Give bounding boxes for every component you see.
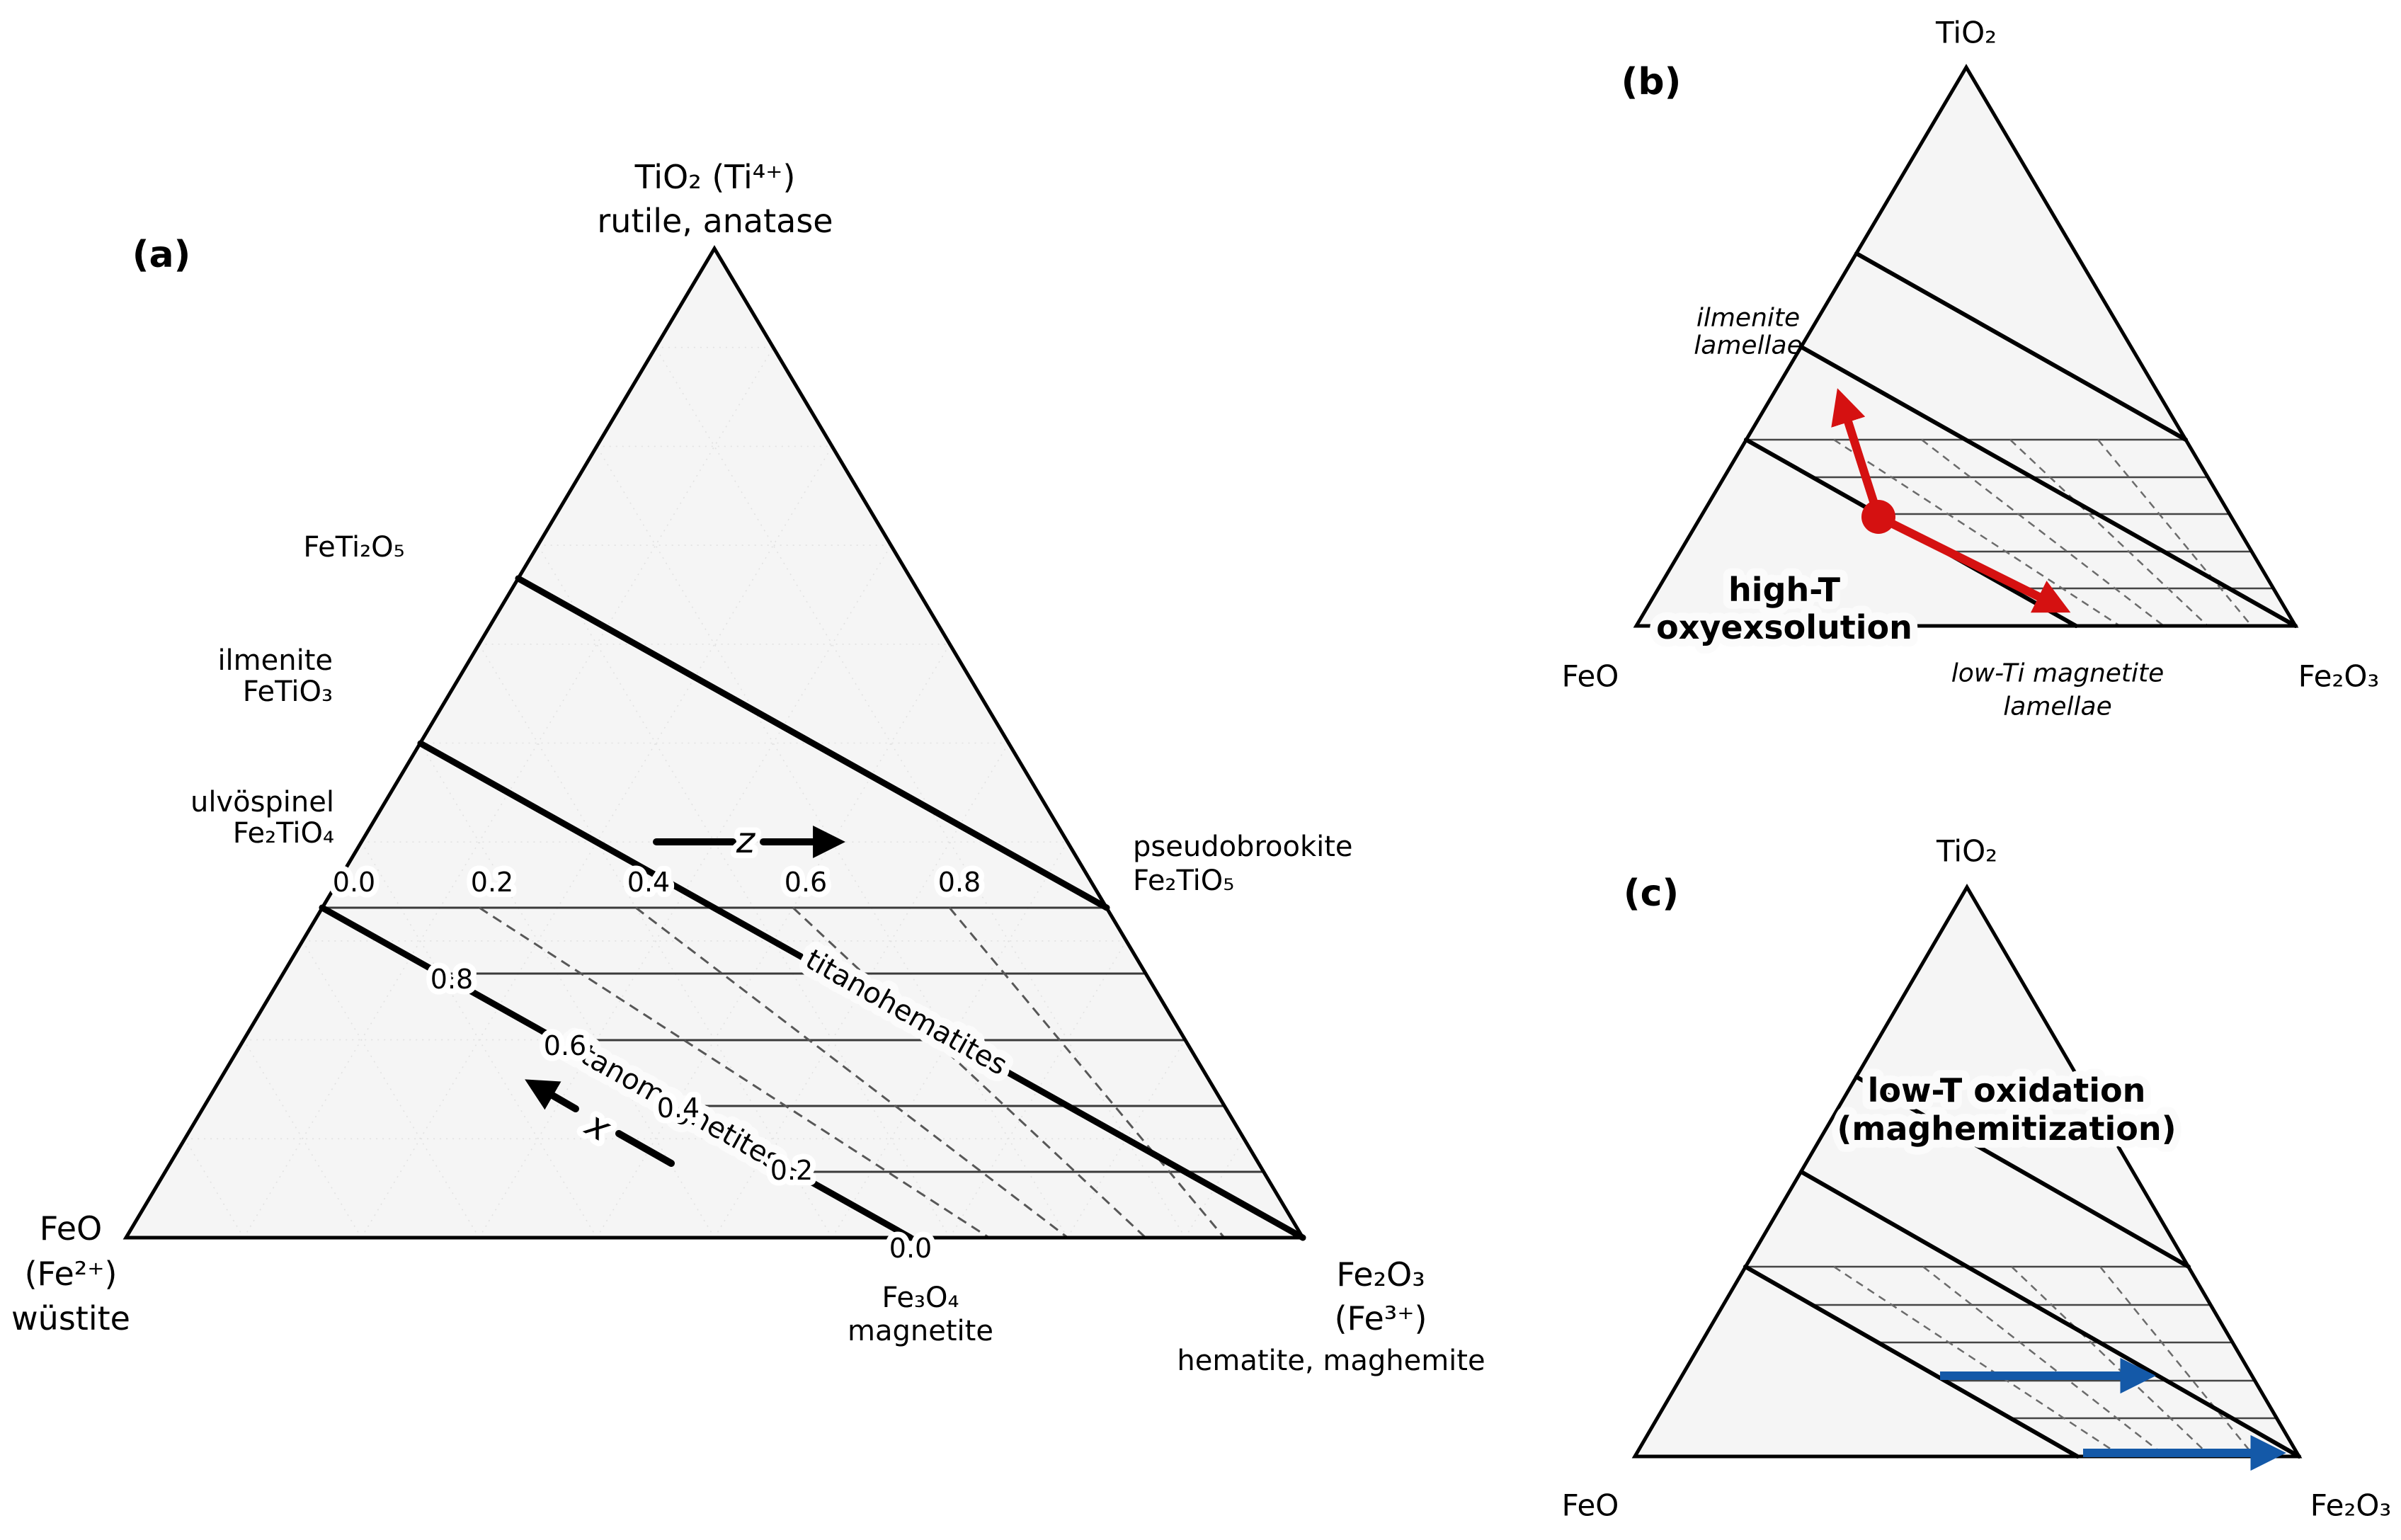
titanohematite-join (417, 740, 1306, 1241)
z-tick: 0.2 (471, 867, 513, 898)
high-t-label: high-T (1728, 571, 1841, 609)
panel-b-tag: (b) (1621, 61, 1682, 103)
tio2-vertex-c: TiO₂ (1936, 834, 1997, 869)
x-tick: 0.2 (770, 1155, 813, 1186)
panel-c-tag: (c) (1624, 872, 1679, 915)
constant-z-dashed-lines-b (1833, 438, 2252, 627)
maghemitization-label: (maghemitization) (1837, 1110, 2176, 1148)
feti2o5-pseudobrookite-join (515, 575, 1110, 911)
z-tick: 0.0 (333, 867, 375, 898)
low-ti-magnetite-lamellae-line2: lamellae (2003, 692, 2112, 721)
z-tick: 0.6 (785, 867, 827, 898)
ilmenite-formula: FeTiO₃ (243, 675, 333, 708)
x-tick: 0.8 (430, 964, 473, 995)
ulvospinel-name: ulvöspinel (190, 786, 334, 819)
x-tick-labels: 0.8 0.6 0.4 0.2 0.0 (425, 958, 937, 1270)
panel-a-tag: (a) (132, 234, 191, 276)
oxyexsolution-label: oxyexsolution (1656, 608, 1912, 646)
apex-label-rutile: rutile, anatase (597, 202, 833, 240)
feo-vertex-label: FeO (40, 1209, 102, 1248)
panel-b: (b) TiO₂ FeO Fe₂O₃ ilmenite lamellae hig… (1562, 16, 2380, 721)
fe2o3-vertex-c: Fe₂O₃ (2310, 1488, 2391, 1523)
feti2o5-pseudobrookite-join-c (1854, 1075, 2191, 1269)
z-axis-label: z (736, 820, 756, 861)
ilmenite-lamellae-line2: lamellae (1694, 331, 1803, 360)
panel-a: z x titanohematites titanomagnetites 0.0… (11, 158, 1485, 1377)
tio2-vertex-b: TiO₂ (1935, 16, 1997, 50)
magnetite-formula: Fe₃O₄ (882, 1282, 959, 1314)
wustite-label: wüstite (11, 1299, 130, 1337)
z-tick: 0.4 (627, 867, 670, 898)
titanohematite-join-c (1799, 1170, 2301, 1459)
triangle-c-fill (1635, 887, 2299, 1456)
x-tick: 0.4 (657, 1093, 700, 1124)
x-tick: 0.0 (889, 1233, 932, 1264)
low-ti-magnetite-lamellae-line1: low-Ti magnetite (1951, 659, 2165, 688)
ilmenite-name: ilmenite (217, 644, 333, 677)
starting-titanomagnetite-point (1861, 500, 1895, 534)
panel-c: (c) TiO₂ FeO Fe₂O₃ low-T oxidation (magh… (1562, 834, 2392, 1523)
z-tick-labels: 0.0 0.2 0.4 0.6 0.8 (327, 861, 986, 903)
hematite-maghemite-label: hematite, maghemite (1177, 1345, 1485, 1377)
fe2o3-vertex-label: Fe₂O₃ (1336, 1255, 1425, 1294)
ulvospinel-formula: Fe₂TiO₄ (233, 817, 334, 850)
z-tick: 0.8 (938, 867, 981, 898)
ilmenite-lamellae-line1: ilmenite (1696, 304, 1800, 333)
constant-z-dashed-lines-a (479, 906, 1226, 1239)
feti2o5-label: FeTi₂O₅ (303, 531, 404, 564)
constant-z-dashed-lines-c (1833, 1265, 2255, 1458)
maghemitization-arrows (1940, 1357, 2286, 1471)
pseudobrookite-formula: Fe₂TiO₅ (1133, 865, 1234, 897)
feo-cation-label: (Fe²⁺) (25, 1255, 118, 1293)
feo-vertex-c: FeO (1562, 1488, 1619, 1523)
low-t-oxidation-label: low-T oxidation (1868, 1071, 2146, 1110)
triangle-b-edges (1633, 64, 2299, 628)
titanohematite-join-b (1799, 345, 2298, 628)
magnetite-name: magnetite (848, 1315, 993, 1347)
titanomagnetite-join-c (1743, 1265, 2080, 1459)
x-tick: 0.6 (544, 1030, 586, 1061)
fe2o3-cation-label: (Fe³⁺) (1335, 1299, 1427, 1337)
oxyexsolution-arrows (1831, 388, 2071, 613)
triangle-c-edges (1631, 884, 2303, 1459)
triangle-a-edges (122, 245, 1306, 1240)
fe2o3-vertex-b: Fe₂O₃ (2298, 659, 2379, 694)
feti2o5-pseudobrookite-join-b (1854, 251, 2188, 442)
triangle-b-fill (1636, 67, 2296, 626)
apex-label-tio2: TiO₂ (Ti⁴⁺) (634, 158, 796, 196)
feo-vertex-b: FeO (1562, 659, 1619, 694)
titanomagnetite-join (319, 904, 914, 1241)
pseudobrookite-name: pseudobrookite (1133, 831, 1353, 863)
